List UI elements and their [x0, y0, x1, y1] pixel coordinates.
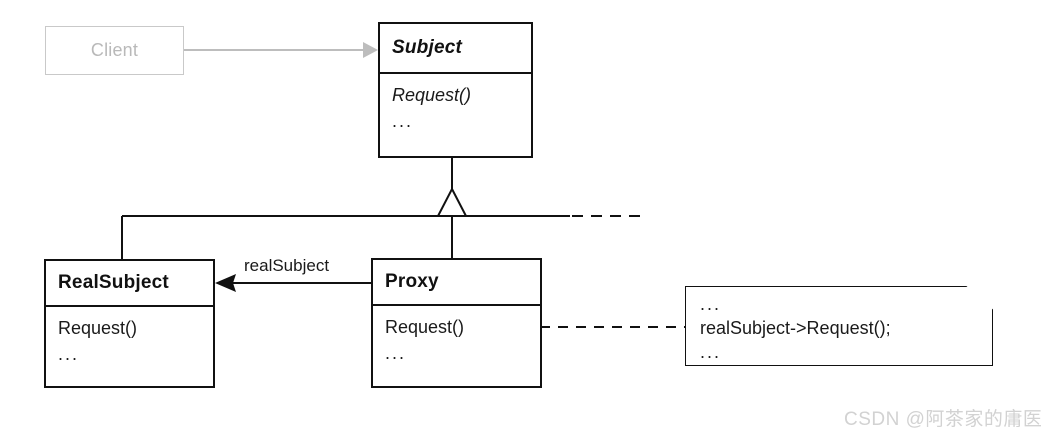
member-proxy-request: Request() [385, 317, 465, 337]
class-name-subject: Subject [392, 37, 463, 58]
class-members-proxy: Request() ... [373, 306, 540, 366]
member-realsubject-request: Request() [58, 318, 138, 338]
class-box-realsubject[interactable]: RealSubject Request() ... [44, 259, 215, 388]
class-box-subject[interactable]: Subject Request() ... [378, 22, 533, 158]
note-line-bottom: ... [700, 341, 722, 362]
member-realsubject-ellipsis: ... [58, 344, 80, 365]
class-box-proxy[interactable]: Proxy Request() ... [371, 258, 542, 388]
edge-generalization [121, 158, 640, 259]
class-title-cell-realsubject: RealSubject [46, 261, 213, 307]
watermark-text: CSDN @阿茶家的庸医 [844, 409, 1043, 430]
member-subject-request: Request() [392, 85, 472, 105]
class-members-realsubject: Request() ... [46, 307, 213, 367]
class-title-cell-subject: Subject [380, 24, 531, 74]
note-box[interactable]: ... realSubject->Request(); ... [686, 287, 992, 365]
edge-client-to-subject [184, 42, 378, 58]
note-line-top: ... [700, 294, 722, 314]
class-members-subject: Request() ... [380, 74, 531, 134]
edge-proxy-to-realsubject [215, 274, 371, 292]
class-name-proxy: Proxy [385, 271, 439, 292]
class-title-cell-proxy: Proxy [373, 260, 540, 306]
member-proxy-ellipsis: ... [385, 343, 407, 364]
class-name-client: Client [90, 40, 139, 60]
note-line-body: realSubject->Request(); [700, 317, 891, 338]
class-box-client[interactable]: Client [45, 26, 184, 75]
member-subject-ellipsis: ... [392, 111, 414, 132]
class-name-realsubject: RealSubject [58, 272, 169, 293]
edge-label-realsubject: realSubject [244, 256, 330, 275]
